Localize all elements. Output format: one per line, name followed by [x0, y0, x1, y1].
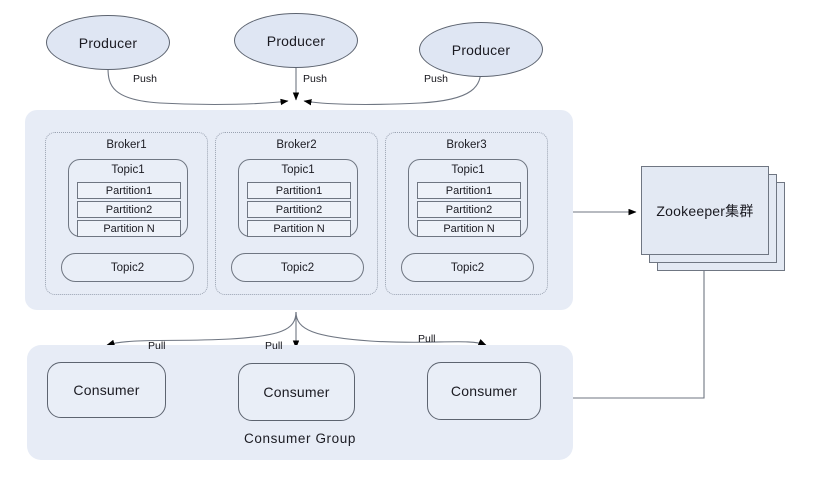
partition-box[interactable]: Partition N [77, 220, 181, 237]
partition-box[interactable]: Partition N [247, 220, 351, 237]
topic2-box[interactable]: Topic2 [231, 253, 364, 282]
broker-container-1[interactable]: Broker1 Topic1 Partition1 Partition2 Par… [45, 132, 208, 295]
consumer-node-2[interactable]: Consumer [238, 363, 355, 421]
topic1-box[interactable]: Topic1 Partition1 Partition2 Partition N [68, 159, 188, 237]
partition-box[interactable]: Partition1 [417, 182, 521, 199]
producer-node-1[interactable]: Producer [46, 15, 170, 70]
broker-container-3[interactable]: Broker3 Topic1 Partition1 Partition2 Par… [385, 132, 548, 295]
partition-box[interactable]: Partition2 [77, 201, 181, 218]
broker-title: Broker1 [106, 139, 147, 151]
topic1-box[interactable]: Topic1 Partition1 Partition2 Partition N [238, 159, 358, 237]
producer-node-2[interactable]: Producer [234, 13, 358, 68]
pull-edge-3 [295, 311, 487, 346]
broker-title: Broker2 [276, 139, 317, 151]
consumer-label: Consumer [73, 382, 140, 398]
push-label-3: Push [424, 73, 448, 85]
push-label-2: Push [303, 73, 327, 85]
topic2-box[interactable]: Topic2 [401, 253, 534, 282]
producer-label: Producer [451, 41, 511, 58]
broker-title: Broker3 [446, 139, 487, 151]
consumer-label: Consumer [450, 383, 518, 399]
topic2-box[interactable]: Topic2 [61, 253, 194, 282]
topic1-label: Topic1 [281, 164, 315, 176]
consumer-node-3[interactable]: Consumer [427, 362, 541, 420]
producer-label: Producer [78, 34, 138, 51]
zookeeper-label: Zookeeper集群 [656, 202, 754, 219]
pull-label-2: Pull [265, 340, 283, 352]
producer-label: Producer [266, 32, 326, 49]
kafka-cluster-panel: Broker1 Topic1 Partition1 Partition2 Par… [25, 110, 573, 310]
pull-label-3: Pull [418, 333, 436, 345]
consumer-label: Consumer [263, 384, 330, 400]
partition-box[interactable]: Partition N [417, 220, 521, 237]
broker-container-2[interactable]: Broker2 Topic1 Partition1 Partition2 Par… [215, 132, 378, 295]
pull-label-1: Pull [148, 340, 166, 352]
partition-box[interactable]: Partition2 [247, 201, 351, 218]
partition-box[interactable]: Partition1 [247, 182, 351, 199]
consumer-group-label: Consumer Group [244, 431, 356, 446]
partition-box[interactable]: Partition2 [417, 201, 521, 218]
partition-box[interactable]: Partition1 [77, 182, 181, 199]
topic1-label: Topic1 [451, 164, 485, 176]
producer-node-3[interactable]: Producer [419, 22, 543, 77]
topic1-box[interactable]: Topic1 Partition1 Partition2 Partition N [408, 159, 528, 237]
consumer-node-1[interactable]: Consumer [47, 362, 166, 418]
zookeeper-node[interactable]: Zookeeper集群 [641, 166, 769, 255]
topic1-label: Topic1 [111, 164, 145, 176]
push-label-1: Push [133, 73, 157, 85]
